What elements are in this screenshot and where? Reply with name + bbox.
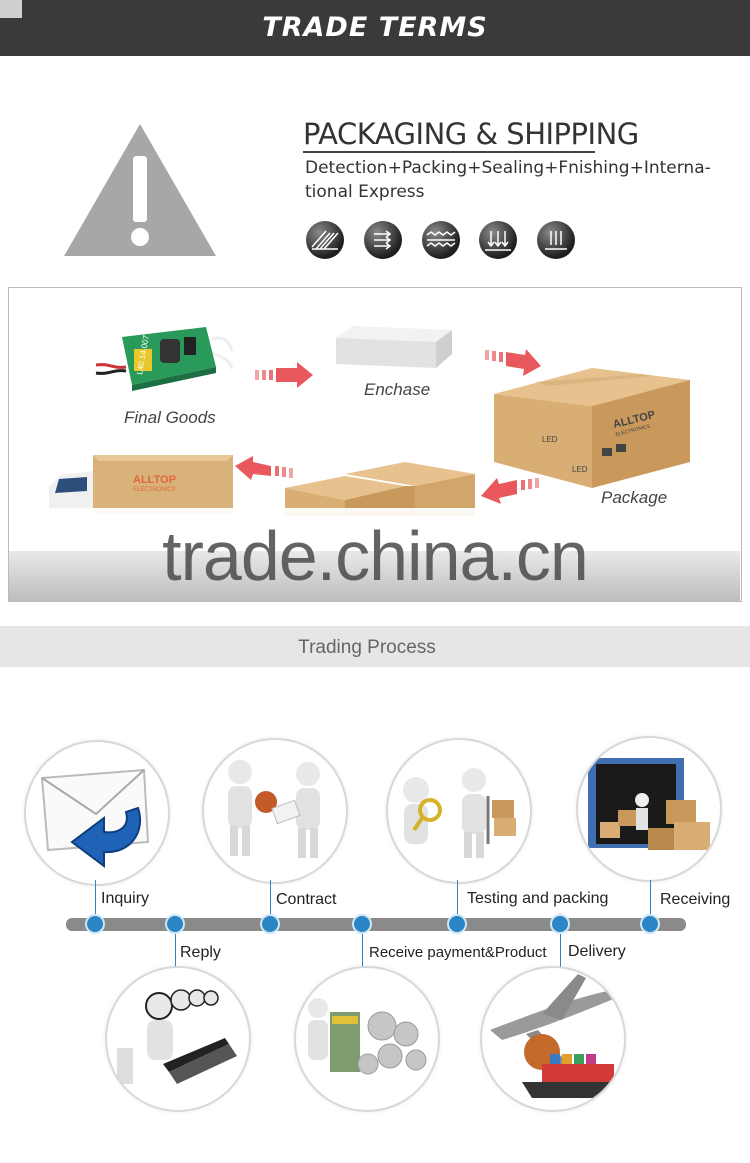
truck-sub: ELECTRONICS xyxy=(133,487,176,493)
arrow-right-down-icon xyxy=(485,349,541,376)
timeline-bar xyxy=(66,918,686,931)
connector-testing xyxy=(457,880,458,916)
white-box-image xyxy=(336,326,452,368)
packaging-title-underline xyxy=(303,151,595,153)
trading-process-band xyxy=(0,626,750,667)
reply-bubble xyxy=(105,966,251,1112)
step-receiving: Receiving xyxy=(660,891,731,908)
envelope-icon xyxy=(40,768,150,868)
connector-inquiry xyxy=(95,880,96,916)
packaging-desc-line1: Detection+Packing+Sealing+Fnishing+Inter… xyxy=(305,158,711,178)
arrow-right-icon xyxy=(255,362,313,388)
timeline-dot-inquiry xyxy=(85,914,105,934)
timeline-dot-delivery xyxy=(550,914,570,934)
trading-process-title: Trading Process xyxy=(298,637,436,658)
wave-icon xyxy=(422,221,460,259)
handshake-figures-icon xyxy=(228,760,320,858)
money-gears-icon xyxy=(308,998,427,1075)
timeline-dot-receiving xyxy=(640,914,660,934)
receive-payment-bubble xyxy=(294,966,440,1112)
delivery-bubble xyxy=(480,966,626,1112)
connector-reply xyxy=(175,932,176,968)
enchase-label: Enchase xyxy=(364,380,431,399)
packaging-desc-line2: tional Express xyxy=(305,182,425,202)
arrow-left-up-icon xyxy=(235,456,293,480)
step-contract: Contract xyxy=(276,891,337,908)
step-receive-payment: Receive payment&Product xyxy=(369,944,547,961)
watermark-fade xyxy=(9,508,740,552)
inquiry-bubble xyxy=(24,740,170,886)
airplane-ship-icon xyxy=(490,974,616,1098)
connector-delivery xyxy=(560,932,561,968)
package-label: Package xyxy=(601,488,668,507)
header-corner-tab xyxy=(0,0,22,18)
arrow-left-down-icon xyxy=(481,478,539,504)
connector-receiving xyxy=(650,880,651,916)
shipping-carton-image: ALLTOP ELECTRONICS LED LED xyxy=(494,368,690,488)
flow-icon xyxy=(364,221,402,259)
connector-contract xyxy=(270,880,271,916)
timeline-dot-contract xyxy=(260,914,280,934)
connector-receive-payment xyxy=(362,932,363,968)
container-boxes-icon xyxy=(588,758,710,850)
receiving-bubble xyxy=(576,736,722,882)
step-testing: Testing and packing xyxy=(467,890,609,907)
box-led: LED xyxy=(542,435,558,444)
truck-brand: ALLTOP xyxy=(133,474,176,486)
hatch-icon xyxy=(306,221,344,259)
call-center-icon xyxy=(117,989,237,1084)
testing-packing-bubble xyxy=(386,738,532,884)
timeline-dot-testing xyxy=(447,914,467,934)
page-title: TRADE TERMS xyxy=(262,12,488,43)
timeline-dot-reply xyxy=(165,914,185,934)
watermark-band xyxy=(9,551,740,601)
warning-triangle-icon xyxy=(64,124,216,256)
step-inquiry: Inquiry xyxy=(101,890,150,907)
final-goods-label: Final Goods xyxy=(124,408,216,427)
down-arrows-icon xyxy=(479,221,517,259)
delivery-truck-image: ALLTOP ELECTRONICS xyxy=(49,455,233,513)
stack-icon xyxy=(537,221,575,259)
step-delivery: Delivery xyxy=(568,943,626,960)
step-reply: Reply xyxy=(180,944,221,961)
box-led-2: LED xyxy=(572,465,588,474)
pcb-module-image: L40.14.007 xyxy=(95,327,234,391)
contract-bubble xyxy=(202,738,348,884)
packaging-description: Detection+Packing+Sealing+Fnishing+Inter… xyxy=(305,156,711,204)
packaging-title: PACKAGING & SHIPPING xyxy=(303,117,639,151)
timeline-dot-receive-payment xyxy=(352,914,372,934)
inspection-figures-icon xyxy=(403,768,516,858)
header-bar: TRADE TERMS xyxy=(0,0,750,56)
watermark-text: trade.china.cn xyxy=(162,517,589,595)
